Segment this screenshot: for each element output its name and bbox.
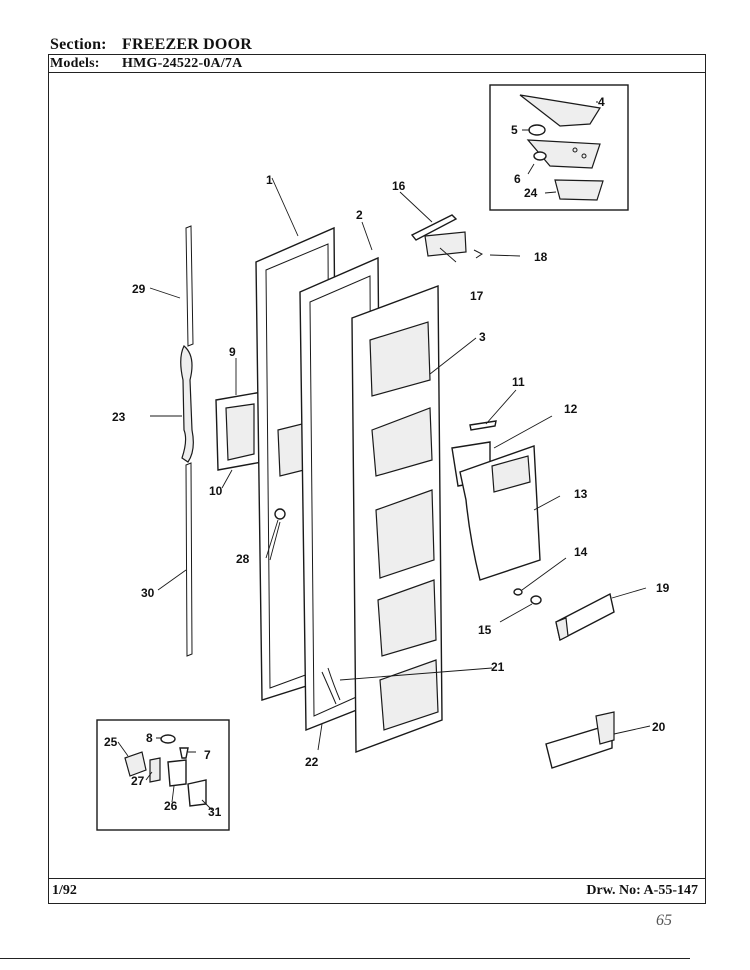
- switch-screw: [179, 747, 189, 759]
- hinge-shim: [554, 179, 604, 201]
- switch-nut: [160, 734, 176, 744]
- models-label: Models:: [50, 56, 100, 71]
- liner-shelf-2: [371, 407, 433, 477]
- models-value: HMG-24522-0A/7A: [122, 56, 243, 71]
- bin-side: [555, 617, 569, 641]
- callout-22: 22: [305, 755, 319, 769]
- callout-14: 14: [574, 545, 588, 559]
- callout-13: 13: [574, 487, 588, 501]
- switch-inset: [96, 719, 230, 831]
- handwritten-mark: 65: [656, 912, 672, 929]
- callout-9: 9: [229, 345, 236, 359]
- liner-shelf-5: [379, 659, 439, 731]
- housing-fasteners: [499, 557, 567, 623]
- callout-15: 15: [478, 623, 492, 637]
- bin-end: [595, 711, 615, 745]
- cam-leader: [269, 521, 281, 561]
- dispenser-opening: [491, 455, 531, 493]
- stop-block: [424, 231, 467, 257]
- callout-24: 24: [524, 186, 538, 200]
- door-bin-small: [555, 587, 647, 642]
- door-bin-large: [545, 711, 651, 769]
- callout-4: 4: [598, 95, 605, 109]
- screw: [530, 595, 542, 605]
- hinge-inset-frame: [489, 84, 629, 211]
- bottom-rule: [0, 958, 690, 959]
- liner-shelf-4: [377, 579, 437, 657]
- door-cam: [274, 508, 286, 520]
- chute-cap: [469, 420, 497, 431]
- door-handle: [180, 345, 194, 463]
- callout-20: 20: [652, 720, 666, 734]
- washer: [513, 588, 523, 596]
- drawing-number: Drw. No: A-55-147: [586, 883, 698, 898]
- hinge-hole: [572, 147, 578, 153]
- callout-29: 29: [132, 282, 146, 296]
- callout-18: 18: [534, 250, 548, 264]
- callout-21: 21: [491, 660, 505, 674]
- switch-plate: [149, 757, 161, 783]
- callout-5: 5: [511, 123, 518, 137]
- hinge-pin: [528, 124, 546, 136]
- callout-23: 23: [112, 410, 126, 424]
- models-header: Models: HMG-24522-0A/7A: [50, 56, 242, 72]
- liner-shelf-3: [375, 489, 435, 579]
- switch-inset-frame: [96, 719, 230, 831]
- footer-divider: [48, 878, 706, 879]
- callout-11: 11: [512, 375, 525, 389]
- hinge-cover: [519, 94, 601, 127]
- inner-door-liner: [339, 284, 493, 754]
- dispenser-trim: [215, 358, 263, 489]
- wire-harness: [321, 667, 341, 705]
- callout-6: 6: [514, 172, 521, 186]
- callout-2: 2: [356, 208, 363, 222]
- callout-28: 28: [236, 552, 250, 566]
- hinge-inset: [489, 84, 629, 211]
- callout-labels: 1 2 3 4 5 6 7 8 9 10 11 12 13 14 15 16 1…: [104, 95, 670, 819]
- callout-25: 25: [104, 735, 118, 749]
- stop-bracket: [399, 191, 521, 263]
- callout-3: 3: [479, 330, 486, 344]
- bin-base: [545, 723, 613, 769]
- hinge-washer: [533, 151, 547, 161]
- switch-cover: [187, 779, 207, 807]
- callout-12: 12: [564, 402, 578, 416]
- trim-panel-inner: [225, 403, 255, 461]
- switch-bracket: [124, 751, 147, 777]
- callout-7: 7: [204, 748, 211, 762]
- callout-1: 1: [266, 173, 273, 187]
- callout-17: 17: [470, 289, 484, 303]
- hinge-hole: [581, 153, 587, 159]
- callout-27: 27: [131, 774, 145, 788]
- drawing-date: 1/92: [52, 883, 77, 898]
- callout-31: 31: [208, 805, 222, 819]
- drawing-frame: [48, 54, 706, 904]
- stop-screw: [473, 249, 483, 259]
- switch-body: [167, 759, 187, 787]
- callout-30: 30: [141, 586, 155, 600]
- callout-8: 8: [146, 731, 153, 745]
- callout-26: 26: [164, 799, 178, 813]
- callout-16: 16: [392, 179, 406, 193]
- trim-strip-upper: [185, 225, 194, 347]
- dispenser-chute: [451, 389, 561, 581]
- section-header: Section: FREEZER DOOR: [50, 36, 252, 54]
- liner-shelf-1: [369, 321, 431, 397]
- section-value: FREEZER DOOR: [122, 36, 252, 53]
- stop-plate: [410, 214, 458, 241]
- handle-assembly: [149, 225, 194, 657]
- section-label: Section:: [50, 36, 107, 53]
- callout-10: 10: [209, 484, 223, 498]
- trim-strip-lower: [185, 462, 193, 657]
- header-divider: [48, 72, 706, 73]
- callout-19: 19: [656, 581, 670, 595]
